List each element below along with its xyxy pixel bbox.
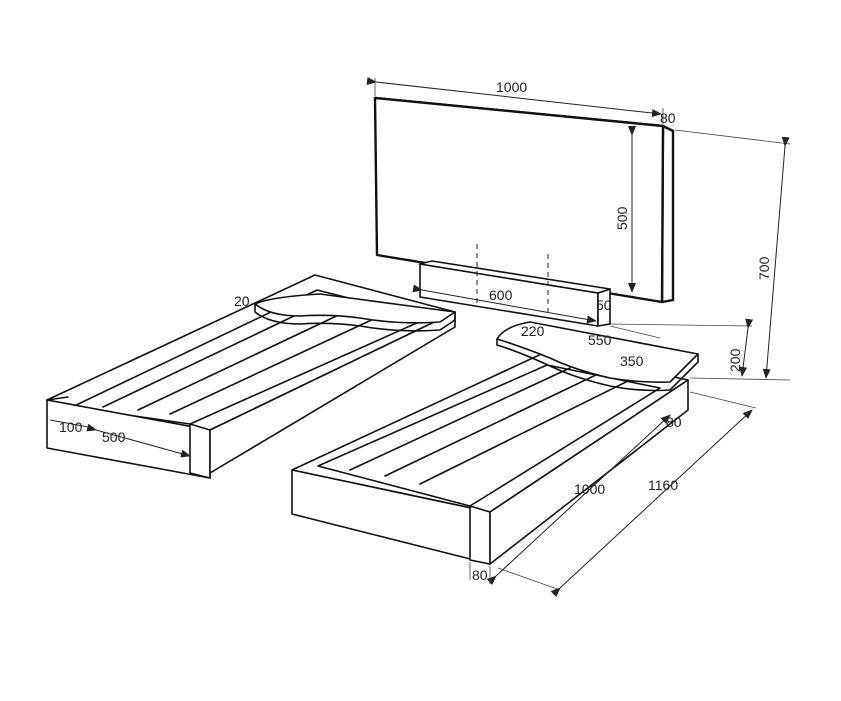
label-stele-thickness: 80 <box>660 110 676 126</box>
dim-line-base-length <box>412 284 597 324</box>
label-stele-height: 500 <box>614 206 630 230</box>
right-flower-plate <box>496 321 699 392</box>
label-stele-width: 1000 <box>496 79 527 95</box>
label-flower-width: 220 <box>521 323 545 339</box>
label-left-curb-100: 100 <box>59 419 83 435</box>
label-curb-length-inner: 1000 <box>574 481 605 497</box>
left-flower-plate <box>254 293 456 332</box>
label-curb-thickness-front: 80 <box>472 567 488 583</box>
label-flower-depth: 350 <box>620 353 644 369</box>
label-base-height: 200 <box>727 348 743 372</box>
dim-line-base-height <box>739 318 754 377</box>
label-flower-overhang: 20 <box>234 293 250 309</box>
dim-line-overall-height <box>762 136 790 379</box>
dim-line-stele-width <box>366 77 662 117</box>
label-base-height-small: 50 <box>596 297 612 313</box>
label-curb-thickness-right: 80 <box>666 414 682 430</box>
label-base-length: 600 <box>489 287 513 303</box>
label-flower-length: 550 <box>588 332 612 348</box>
label-overall-height: 700 <box>756 256 772 280</box>
label-curb-length-overall: 1160 <box>648 477 678 493</box>
dim-line-left-500 <box>86 423 191 458</box>
label-left-curb-500: 500 <box>102 429 126 445</box>
dim-line-curb-length <box>486 414 671 586</box>
